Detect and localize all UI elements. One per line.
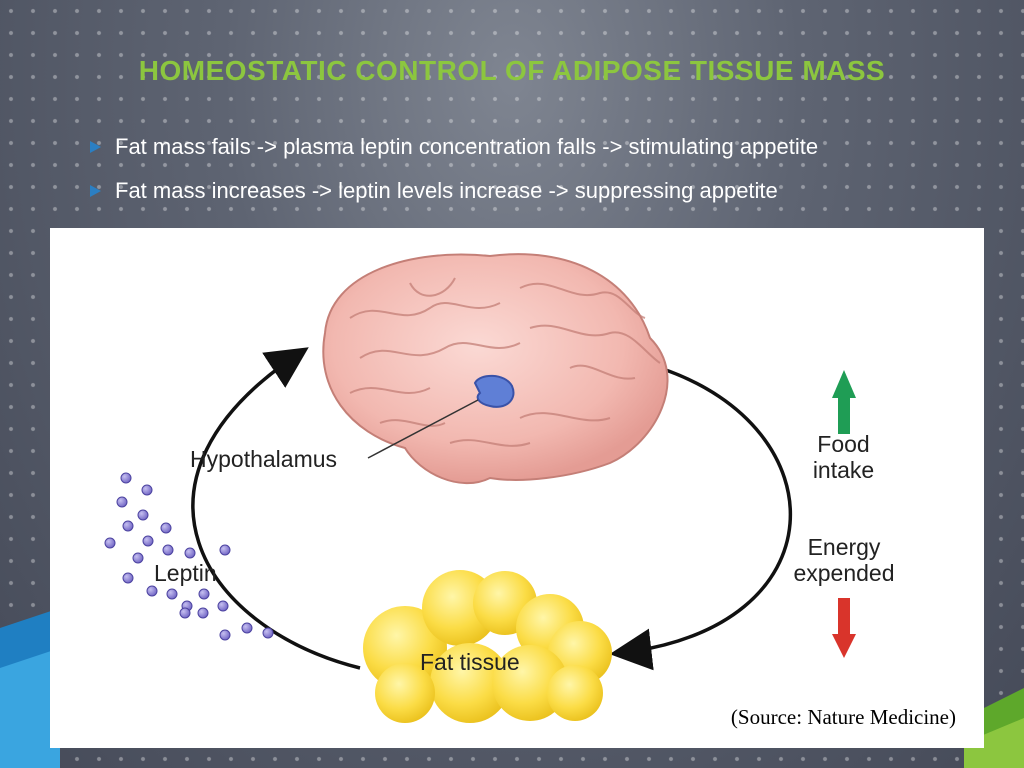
food-intake-label: Food intake bbox=[812, 431, 875, 484]
leptin-feedback-figure: Hypothalamus Leptin Fat tissue Food inta… bbox=[50, 228, 984, 748]
hypothalamus-region bbox=[473, 374, 515, 408]
triangle-right-icon bbox=[90, 185, 101, 197]
leptin-label: Leptin bbox=[154, 560, 217, 586]
bullet-item: Fat mass increases -> leptin levels incr… bbox=[90, 169, 818, 213]
energy-down-arrow bbox=[832, 598, 856, 658]
feedback-diagram bbox=[104, 253, 856, 723]
cycle-arrow-left bbox=[191, 347, 361, 670]
fat-tissue-illustration bbox=[363, 570, 612, 723]
left-corner-accent bbox=[0, 608, 60, 768]
leptin-molecules bbox=[104, 472, 274, 641]
bullet-text: Fat mass increases -> leptin levels incr… bbox=[115, 178, 778, 203]
bullet-text: Fat mass fails -> plasma leptin concentr… bbox=[115, 134, 819, 159]
energy-expended-label: Energy expended bbox=[793, 534, 895, 587]
cycle-arrow-right bbox=[609, 366, 793, 671]
food-intake-up-arrow bbox=[832, 370, 856, 434]
source-citation: (Source: Nature Medicine) bbox=[730, 705, 956, 729]
hypothalamus-pointer bbox=[367, 399, 479, 459]
triangle-right-icon bbox=[90, 141, 101, 153]
right-corner-accent bbox=[964, 688, 1024, 768]
bullet-item: Fat mass fails -> plasma leptin concentr… bbox=[90, 125, 818, 169]
bullet-list: Fat mass fails -> plasma leptin concentr… bbox=[90, 125, 818, 213]
hypothalamus-label: Hypothalamus bbox=[190, 446, 338, 472]
slide-title: HOMEOSTATIC CONTROL OF ADIPOSE TISSUE MA… bbox=[138, 55, 886, 86]
fat-tissue-label: Fat tissue bbox=[420, 649, 520, 675]
brain-illustration bbox=[322, 253, 669, 485]
